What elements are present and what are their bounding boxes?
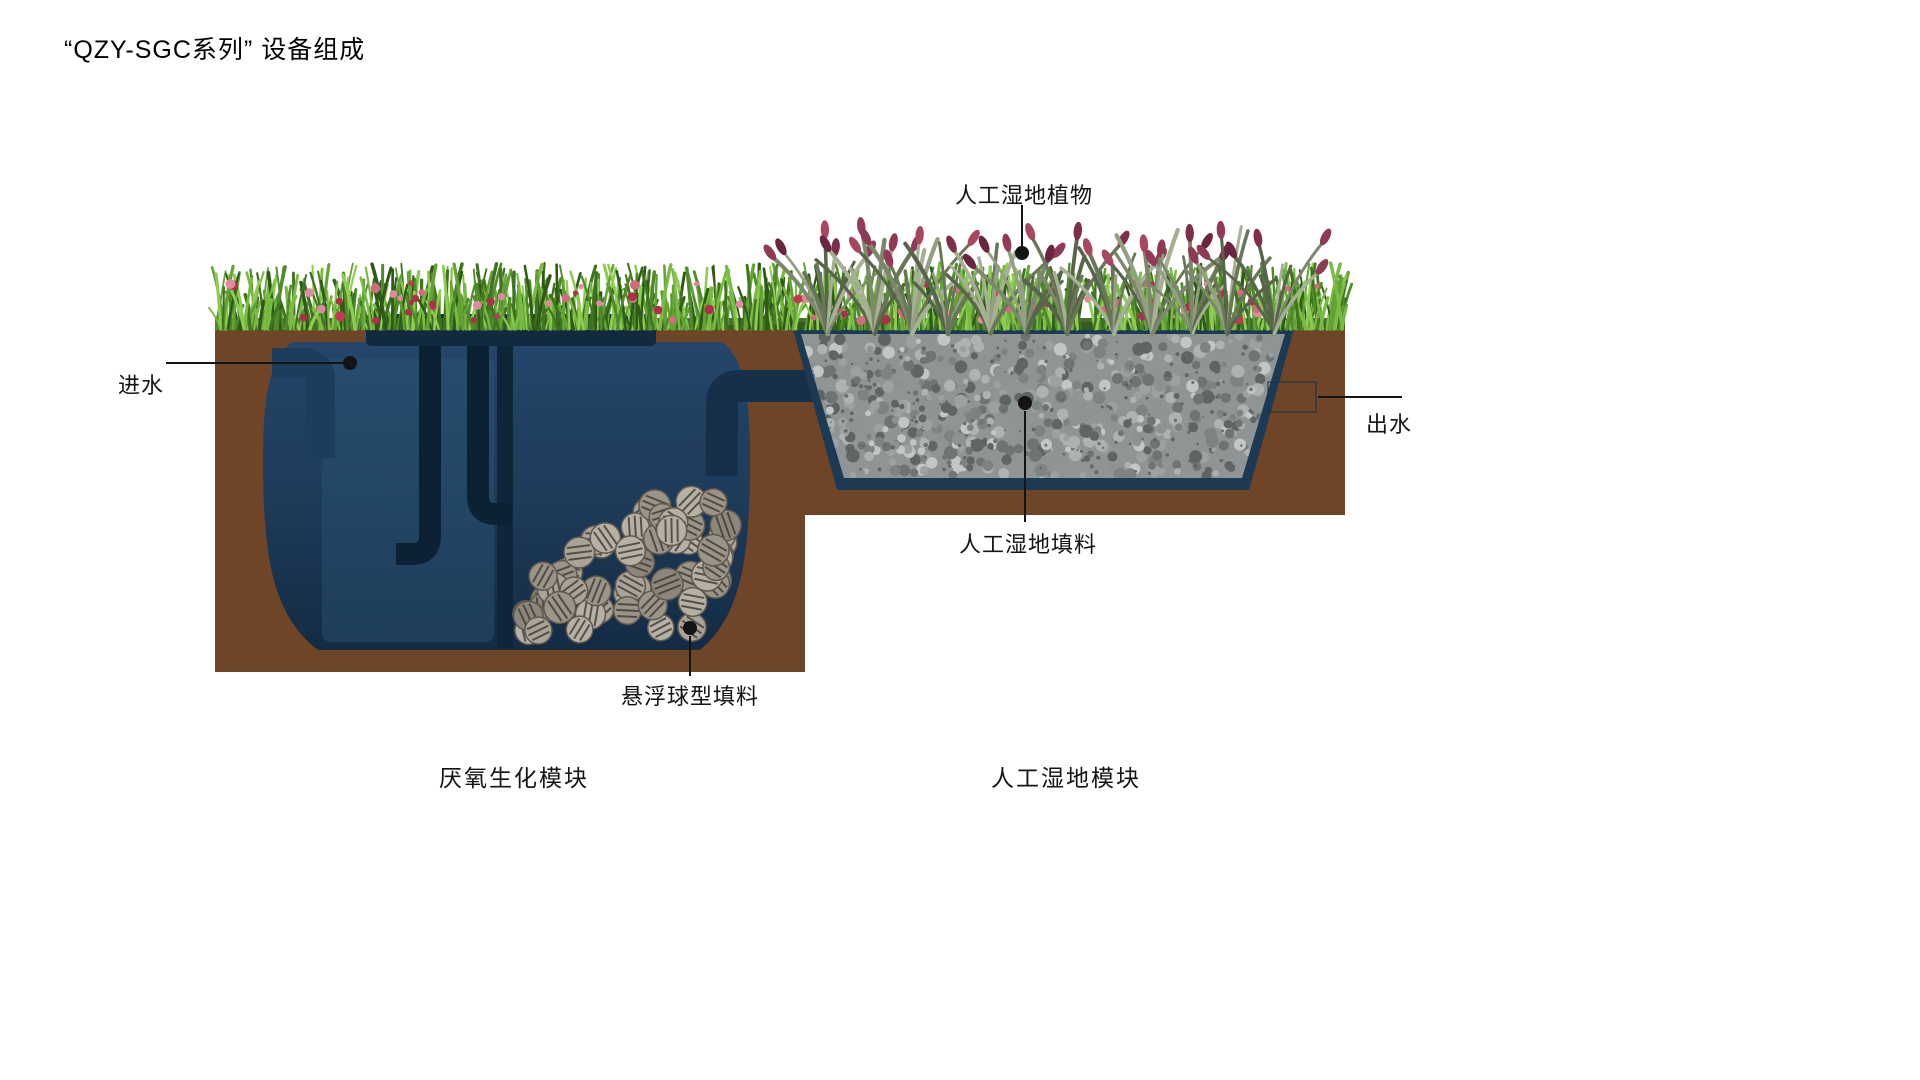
- anaerobic-tank: [263, 314, 818, 650]
- annotations: [166, 205, 1402, 676]
- ball-media-label: 悬浮球型填料: [620, 684, 760, 709]
- anaerobic-module-label: 厌氧生化模块: [439, 765, 589, 791]
- inlet-label: 进水: [118, 373, 165, 398]
- wetland-basin: [791, 322, 1317, 490]
- ball-media-anchor-dot: [683, 621, 697, 635]
- internal-pipe-1: [396, 342, 441, 565]
- wetland-media-label: 人工湿地填料: [958, 532, 1098, 557]
- transfer-pipe: [706, 370, 818, 476]
- outlet-label: 出水: [1366, 412, 1413, 437]
- page-title: “QZY-SGC系列” 设备组成: [64, 36, 366, 64]
- outlet-pipe: [1267, 381, 1317, 413]
- tank-baffle: [497, 342, 513, 648]
- internal-pipe-2: [467, 342, 512, 525]
- gravel-stones: [801, 334, 1280, 478]
- inlet-anchor-dot: [343, 356, 357, 370]
- media-anchor-dot: [1018, 396, 1032, 410]
- plants-anchor-dot: [1015, 246, 1029, 260]
- suspended-ball-media: [512, 485, 742, 646]
- wetland-plants-label: 人工湿地植物: [954, 183, 1094, 208]
- wetland-module-label: 人工湿地模块: [991, 765, 1141, 791]
- tank-inner-panel: [322, 358, 494, 642]
- wetland-plant-cluster: [763, 217, 1332, 337]
